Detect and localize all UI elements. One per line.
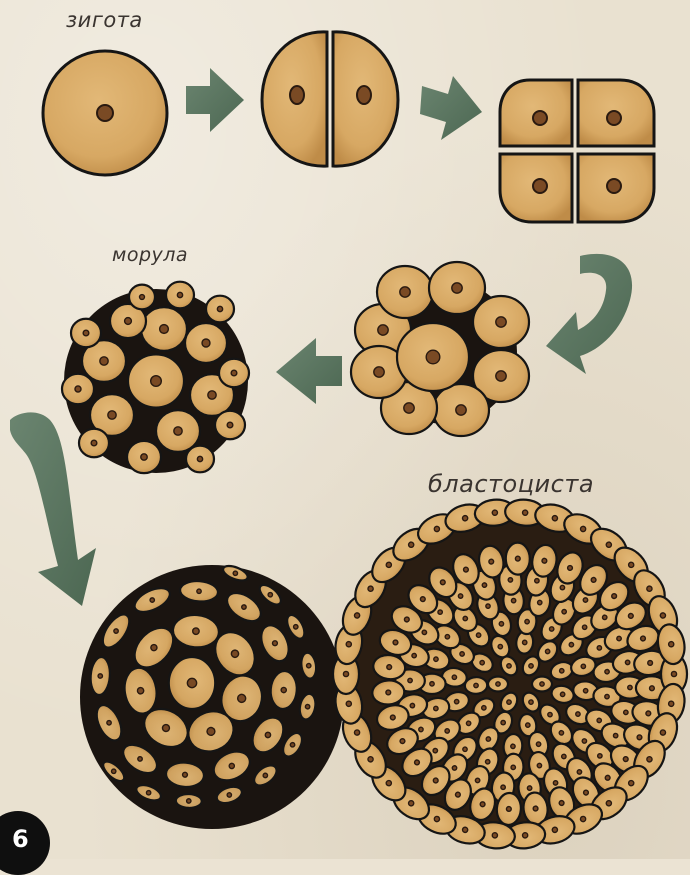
cell — [129, 285, 155, 310]
cell — [62, 374, 94, 404]
cell — [473, 296, 529, 348]
four-cell-stage — [500, 80, 654, 222]
cell — [128, 354, 184, 407]
cell — [185, 323, 227, 363]
cell — [186, 446, 214, 473]
arrow-icon — [276, 338, 342, 404]
cell — [506, 542, 531, 574]
cell — [215, 411, 245, 440]
arrow-icon — [546, 254, 632, 374]
cell — [127, 441, 161, 473]
blastocyst-label: бластоциста — [428, 470, 594, 498]
cell — [532, 677, 552, 692]
cell — [141, 307, 187, 351]
cell — [377, 266, 433, 318]
cell — [433, 384, 489, 436]
cell — [79, 429, 109, 458]
arrow-icon — [186, 68, 244, 132]
blastocyst-stage — [80, 498, 688, 850]
arrow-icon — [420, 76, 482, 140]
morula-label: морула — [112, 244, 188, 266]
cell — [488, 677, 508, 692]
cell — [219, 359, 249, 388]
cell — [166, 282, 194, 309]
cell — [397, 323, 469, 391]
cell — [206, 296, 234, 323]
page-number: 6 — [12, 825, 29, 853]
eight-cell-stage — [351, 262, 529, 436]
two-cell-stage — [262, 32, 398, 166]
cell — [156, 410, 200, 452]
cell — [465, 677, 488, 695]
morula-stage — [62, 282, 249, 473]
zygote-cell — [43, 51, 167, 175]
cell — [372, 679, 406, 705]
cell — [429, 262, 485, 314]
zygote-label: зигота — [66, 8, 143, 32]
cell — [71, 319, 101, 348]
